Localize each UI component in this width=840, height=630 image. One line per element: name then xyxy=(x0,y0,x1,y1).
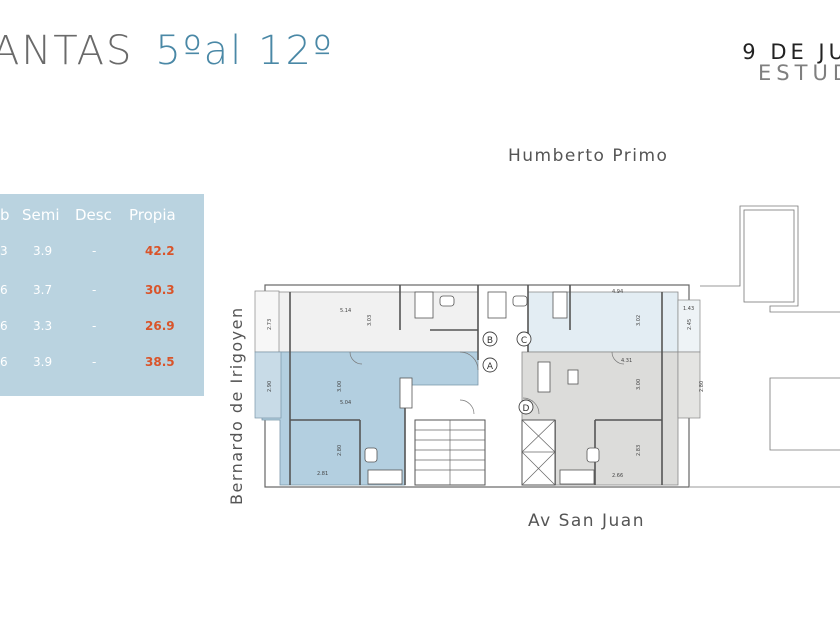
balcony xyxy=(677,351,701,419)
unit-c-area xyxy=(527,291,679,353)
table-cell: 3.9 xyxy=(33,244,53,258)
unit-marker-b-label: B xyxy=(487,336,493,346)
unit-marker-d-label: D xyxy=(523,404,530,414)
dimension-label: 3.00 xyxy=(636,379,642,390)
unit-marker-c-label: C xyxy=(521,336,527,346)
table-cell: - xyxy=(92,244,97,258)
dimension-label: 2.80 xyxy=(337,445,343,456)
bathroom-fixtures xyxy=(364,291,600,485)
table-cell: 42.2 xyxy=(145,244,175,258)
table-cell: 26.9 xyxy=(145,319,175,333)
unit-marker-c xyxy=(516,331,532,347)
street-label-bottom: Av San Juan xyxy=(528,511,645,531)
dimension-label: 5.14 xyxy=(340,308,351,314)
dimension-label: 2.81 xyxy=(317,471,328,477)
unit-marker-a-label: A xyxy=(487,362,494,372)
project-heading: 9 DE JU ESTUD xyxy=(742,40,840,85)
dimension-label: 2.73 xyxy=(267,319,273,330)
table-cell: - xyxy=(92,319,97,333)
project-studio: ESTUD xyxy=(758,61,840,85)
dimension-label: 2.45 xyxy=(687,319,693,330)
dimension-label: 4.31 xyxy=(621,358,632,364)
title-floors-word: ANTAS xyxy=(0,28,134,74)
table-cell: 6 xyxy=(0,355,8,369)
stair-treads xyxy=(415,419,556,486)
dimension-label: 2.83 xyxy=(636,445,642,456)
balcony xyxy=(254,290,280,353)
street-label-top: Humberto Primo xyxy=(508,146,668,166)
table-header-propia: Propia xyxy=(129,206,176,224)
table-cell: 3.9 xyxy=(33,355,53,369)
table-cell: - xyxy=(92,283,97,297)
dimension-label: 4.94 xyxy=(612,289,623,295)
table-cell: - xyxy=(92,355,97,369)
street-label-left: Bernardo de Irigoyen xyxy=(227,306,246,505)
door-swings xyxy=(349,351,625,415)
dimension-label: 2.90 xyxy=(267,381,273,392)
neighbour-outlines xyxy=(690,205,840,488)
dimension-label: 3.00 xyxy=(337,381,343,392)
dimension-label: 2.66 xyxy=(612,473,623,479)
balcony xyxy=(254,351,282,419)
table-cell: 6 xyxy=(0,319,8,333)
table-cell: 38.5 xyxy=(145,355,175,369)
table-cell: 3.7 xyxy=(33,283,53,297)
table-cell: 6 xyxy=(0,283,8,297)
dimension-label: 5.04 xyxy=(340,400,351,406)
table-header-cub: b xyxy=(0,206,10,224)
unit-marker-b xyxy=(482,331,498,347)
table-cell: 3.3 xyxy=(33,319,53,333)
area-table: b Semi Desc Propia 3 3.9 - 42.2 6 3.7 - … xyxy=(0,194,204,396)
table-cell: 30.3 xyxy=(145,283,175,297)
unit-marker-a xyxy=(482,357,498,373)
dimension-labels: 5.14 3.03 2.73 4.94 3.02 1.43 2.45 2.90 … xyxy=(267,289,705,479)
project-address: 9 DE JU xyxy=(742,40,840,64)
dimension-label: 2.80 xyxy=(699,381,705,392)
dimension-label: 1.43 xyxy=(683,306,694,312)
table-cell: 3 xyxy=(0,244,8,258)
title-floor-range: 5ºal 12º xyxy=(155,28,334,74)
unit-markers: A B C D xyxy=(482,331,534,415)
page-title: ANTAS 5ºal 12º xyxy=(0,28,334,74)
dimension-label: 3.03 xyxy=(367,315,373,326)
table-header-desc: Desc xyxy=(75,206,112,224)
unit-marker-d xyxy=(518,399,534,415)
dimension-label: 3.02 xyxy=(636,315,642,326)
table-header-semi: Semi xyxy=(22,206,60,224)
